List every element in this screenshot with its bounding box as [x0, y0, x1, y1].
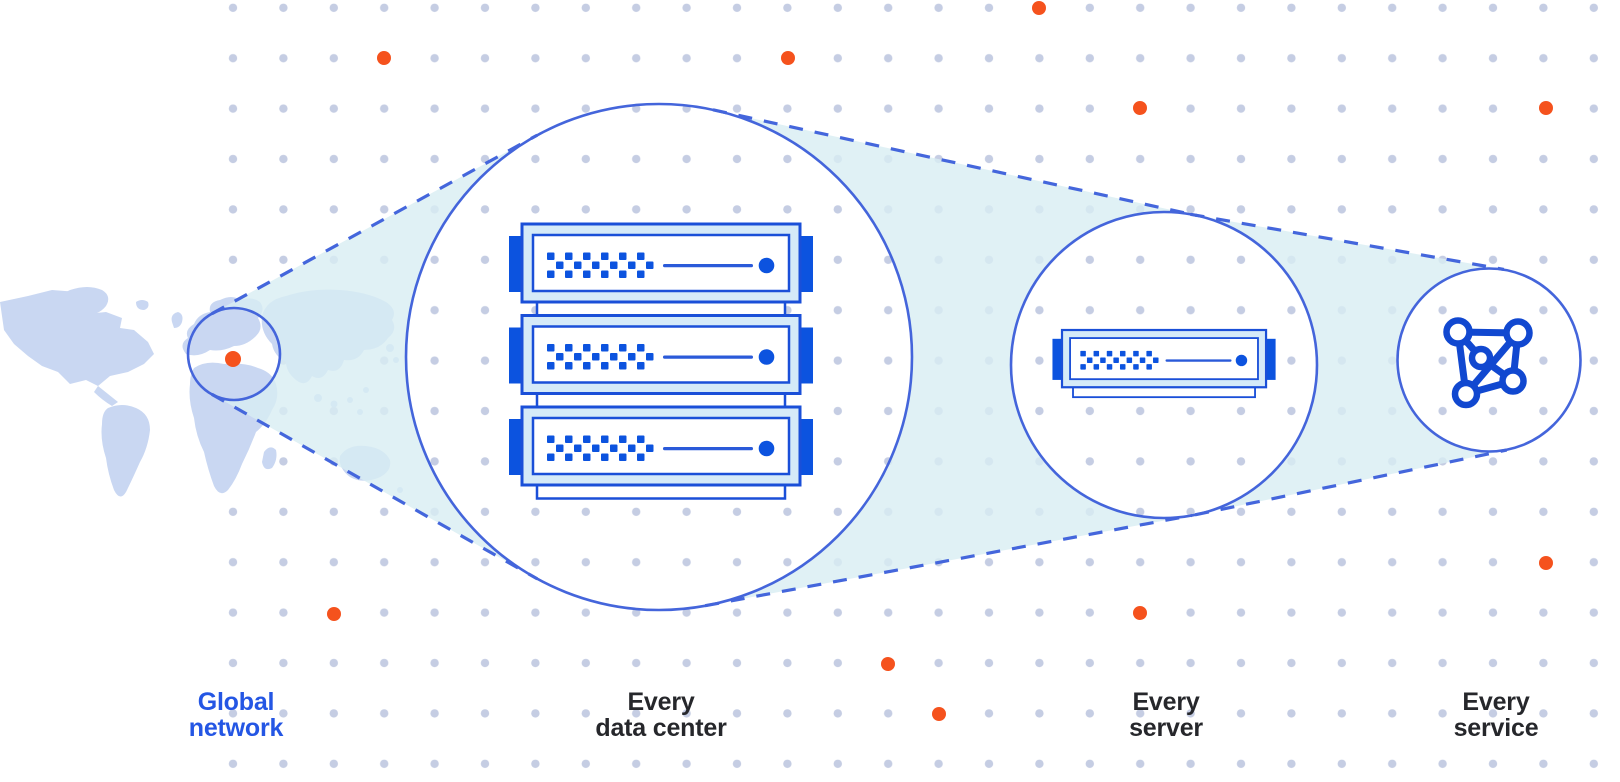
label-line: server: [1129, 713, 1203, 742]
orange-accent-dot: [1133, 606, 1147, 620]
orange-accent-dot: [932, 707, 946, 721]
orange-accent-dots: [225, 1, 1553, 721]
network-mesh-icon: [1443, 317, 1533, 409]
global-network-circle: [186, 306, 282, 402]
continent-south-america: [101, 405, 150, 497]
server-circle: [1009, 210, 1319, 520]
label-line: Every: [627, 688, 695, 716]
map-location-marker: [225, 351, 241, 367]
single-server-icon: [1051, 328, 1277, 399]
orange-accent-dot: [881, 657, 895, 671]
label-line: network: [188, 713, 284, 742]
label-line: Global: [197, 688, 275, 716]
label-line: Every: [1132, 688, 1200, 716]
server-rack: [507, 222, 815, 500]
orange-accent-dot: [1032, 1, 1046, 15]
zoom-dashed-lines: [211, 108, 1508, 608]
mesh-node: [1499, 367, 1527, 395]
orange-accent-dot: [327, 607, 341, 621]
mesh-node: [1451, 379, 1481, 409]
label-every-service: Every service: [1453, 688, 1539, 742]
mesh-node: [1503, 318, 1533, 348]
greenland: [57, 287, 109, 317]
continent-central-america: [94, 386, 118, 406]
orange-accent-dot: [1539, 101, 1553, 115]
orange-accent-dot: [1133, 101, 1147, 115]
beam-datacenter-to-server: [705, 109, 1197, 606]
orange-accent-dot: [1539, 556, 1553, 570]
beam-server-to-service: [1190, 214, 1507, 515]
data-center-circle: [404, 102, 914, 612]
mesh-node: [1443, 317, 1473, 347]
iceland: [136, 300, 149, 310]
server-unit-icon: [507, 405, 815, 500]
mesh-node-center: [1468, 345, 1494, 371]
british-isles: [171, 312, 183, 328]
orange-accent-dot: [781, 51, 795, 65]
orange-accent-dot: [377, 51, 391, 65]
label-every-data-center: Every data center: [595, 688, 727, 742]
beam-map-to-datacenter: [211, 135, 538, 579]
label-line: Every: [1462, 688, 1530, 716]
label-global-network: Global network: [188, 688, 284, 742]
madagascar: [262, 447, 277, 470]
server-unit-icon: [507, 314, 815, 409]
server-unit-icon: [507, 222, 815, 317]
label-every-server: Every server: [1129, 688, 1203, 742]
continent-north-america: [0, 290, 154, 386]
service-circle: [1396, 267, 1582, 453]
label-line: service: [1453, 713, 1539, 742]
continent-europe: [182, 297, 263, 356]
zoom-beam-fills: [211, 109, 1507, 606]
label-line: data center: [595, 713, 727, 742]
